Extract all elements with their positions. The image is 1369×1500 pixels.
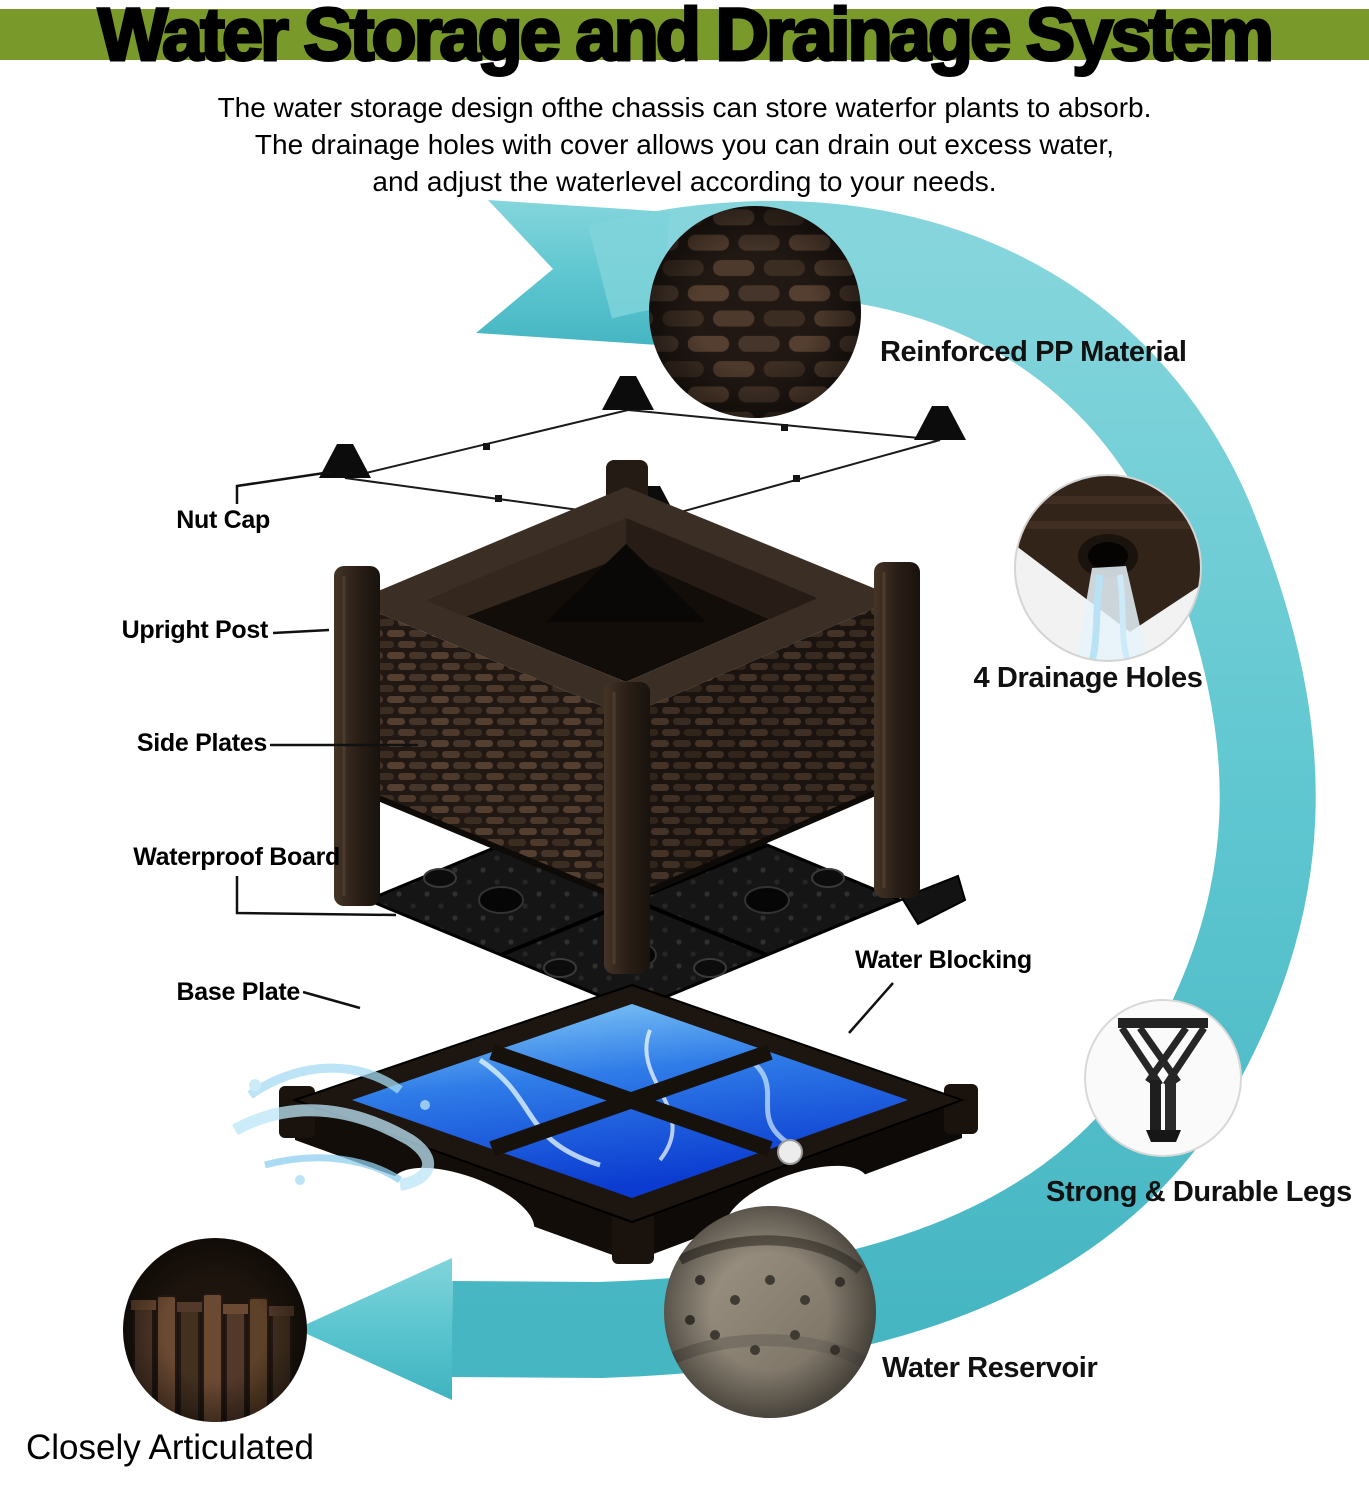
drainage-holes-image bbox=[1014, 474, 1202, 662]
reservoir-image bbox=[664, 1206, 876, 1418]
water-splash-icon bbox=[232, 1063, 435, 1191]
label-waterproof-board: Waterproof Board bbox=[133, 843, 340, 871]
label-drainage-holes: 4 Drainage Holes bbox=[973, 662, 1203, 694]
title-highlight-bar bbox=[0, 9, 1369, 60]
description-line: The water storage design ofthe chassis c… bbox=[217, 92, 1152, 123]
base-plate-art bbox=[279, 983, 978, 1264]
callout-lines bbox=[235, 470, 894, 1034]
description: The water storage design ofthe chassis c… bbox=[0, 90, 1369, 201]
label-base-plate: Base Plate bbox=[176, 978, 301, 1006]
page-title: Water Storage and Drainage System bbox=[96, 0, 1275, 78]
legs-image bbox=[1084, 999, 1242, 1157]
upright-post-icon bbox=[334, 566, 380, 906]
label-articulated: Closely Articulated bbox=[26, 1428, 314, 1467]
label-pp-material: Reinforced PP Material bbox=[880, 336, 1187, 368]
description-line: and adjust the waterlevel according to y… bbox=[372, 165, 997, 197]
pp-material-image bbox=[649, 206, 861, 418]
label-legs: Strong & Durable Legs bbox=[1046, 1176, 1352, 1208]
upright-post-icon bbox=[604, 682, 650, 974]
drain-knob-icon bbox=[777, 1139, 803, 1165]
upright-post-icon bbox=[874, 562, 920, 898]
label-reservoir: Water Reservoir bbox=[882, 1352, 1098, 1384]
label-upright-post: Upright Post bbox=[121, 616, 269, 644]
description-line: The drainage holes with cover allows you… bbox=[254, 128, 1115, 160]
label-nut-cap: Nut Cap bbox=[176, 506, 270, 534]
articulated-image bbox=[123, 1238, 307, 1422]
flow-arrow bbox=[296, 200, 1316, 1400]
label-side-plates: Side Plates bbox=[136, 729, 267, 757]
label-water-blocking: Water Blocking bbox=[855, 946, 1032, 974]
planter-box-art bbox=[334, 460, 920, 974]
